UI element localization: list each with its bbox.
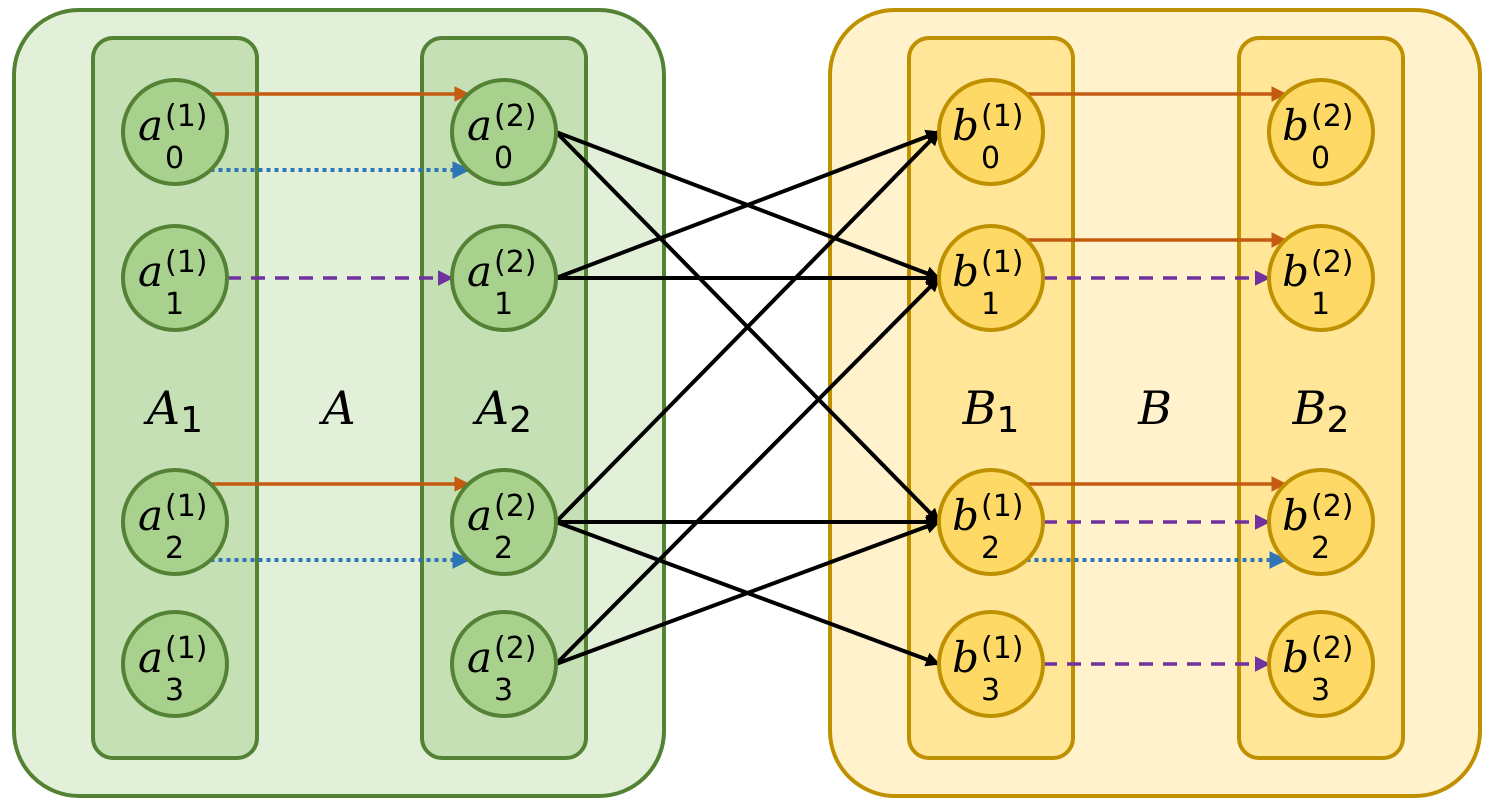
- node-circle: [121, 610, 229, 718]
- node-circle: [1267, 224, 1375, 332]
- nodes-layer: a(1)0a(1)1a(1)2a(1)3a(2)0a(2)1a(2)2a(2)3…: [121, 78, 1375, 718]
- node-circle: [937, 610, 1045, 718]
- node-a3_2: a(2) 3: [450, 610, 558, 718]
- node-circle: [1267, 468, 1375, 576]
- node-subscript: 0: [165, 141, 184, 176]
- node-base-letter: b: [1282, 491, 1309, 540]
- node-b3_2: b(2) 3: [1267, 610, 1375, 718]
- node-base-letter: a: [138, 633, 163, 682]
- node-base-letter: a: [467, 101, 492, 150]
- node-base-letter: b: [1282, 633, 1309, 682]
- node-a1_1: a(1) 1: [121, 224, 229, 332]
- node-superscript: (1): [165, 245, 208, 280]
- node-circle: [450, 610, 558, 718]
- node-subscript: 0: [494, 141, 513, 176]
- edge-cross-a3_2-to-b1_1: [554, 276, 941, 666]
- node-a0_1: a(1) 0: [121, 78, 229, 186]
- edge-cross-a1_2-to-b0_1: [555, 129, 941, 280]
- node-subscript: 2: [981, 531, 1000, 566]
- node-base-letter: a: [138, 491, 163, 540]
- node-base-letter: a: [467, 633, 492, 682]
- node-a3_1: a(1) 3: [121, 610, 229, 718]
- node-circle: [450, 78, 558, 186]
- column-b1-box: [907, 36, 1075, 760]
- label-b1: B1: [962, 381, 1020, 441]
- label-a2: A2: [472, 381, 532, 441]
- node-b0_1: b(1) 0: [937, 78, 1045, 186]
- node-superscript: (2): [1311, 489, 1354, 524]
- node-circle: [450, 224, 558, 332]
- node-circle: [121, 224, 229, 332]
- node-subscript: 3: [165, 673, 184, 708]
- edges-layer: [210, 86, 1288, 672]
- node-superscript: (2): [494, 631, 537, 666]
- node-subscript: 3: [981, 673, 1000, 708]
- node-superscript: (1): [165, 489, 208, 524]
- node-superscript: (1): [981, 489, 1024, 524]
- node-b0_2: b(2) 0: [1267, 78, 1375, 186]
- label-a: A: [318, 381, 355, 435]
- label-b2: B2: [1292, 381, 1350, 441]
- node-base-letter: b: [952, 101, 979, 150]
- node-circle: [937, 78, 1045, 186]
- node-circle: [121, 468, 229, 576]
- node-circle: [450, 468, 558, 576]
- node-b1_1: b(1) 1: [937, 224, 1045, 332]
- node-superscript: (2): [1311, 631, 1354, 666]
- node-subscript: 1: [494, 287, 513, 322]
- node-b2_2: b(2) 2: [1267, 468, 1375, 576]
- node-circle: [937, 224, 1045, 332]
- node-a2_1: a(1) 2: [121, 468, 229, 576]
- node-subscript: 0: [981, 141, 1000, 176]
- node-subscript: 1: [981, 287, 1000, 322]
- node-a2_2: a(2) 2: [450, 468, 558, 576]
- node-base-letter: b: [1282, 101, 1309, 150]
- node-superscript: (2): [1311, 99, 1354, 134]
- node-a1_2: a(2) 1: [450, 224, 558, 332]
- node-base-letter: a: [467, 491, 492, 540]
- edge-cross-a3_2-to-b2_1: [555, 519, 941, 666]
- node-b1_2: b(2) 1: [1267, 224, 1375, 332]
- node-base-letter: a: [138, 247, 163, 296]
- node-base-letter: b: [952, 247, 979, 296]
- node-superscript: (2): [494, 245, 537, 280]
- node-circle: [121, 78, 229, 186]
- column-a2-box: [420, 36, 588, 760]
- node-subscript: 1: [165, 287, 184, 322]
- label-b: B: [1137, 381, 1172, 435]
- node-b2_1: b(1) 2: [937, 468, 1045, 576]
- node-subscript: 2: [1311, 531, 1330, 566]
- node-superscript: (1): [981, 245, 1024, 280]
- node-circle: [1267, 610, 1375, 718]
- node-base-letter: b: [952, 491, 979, 540]
- node-superscript: (1): [981, 99, 1024, 134]
- edge-cross-a2_2-to-b0_1: [554, 130, 941, 524]
- node-subscript: 3: [494, 673, 513, 708]
- node-superscript: (1): [981, 631, 1024, 666]
- node-circle: [937, 468, 1045, 576]
- node-base-letter: a: [467, 247, 492, 296]
- node-base-letter: b: [952, 633, 979, 682]
- label-a1: A1: [143, 381, 203, 441]
- node-subscript: 2: [494, 531, 513, 566]
- node-base-letter: b: [1282, 247, 1309, 296]
- node-subscript: 0: [1311, 141, 1330, 176]
- node-base-letter: a: [138, 101, 163, 150]
- node-superscript: (2): [494, 99, 537, 134]
- node-b3_1: b(1) 3: [937, 610, 1045, 718]
- node-superscript: (1): [165, 99, 208, 134]
- node-subscript: 2: [165, 531, 184, 566]
- node-subscript: 3: [1311, 673, 1330, 708]
- node-circle: [1267, 78, 1375, 186]
- node-superscript: (2): [1311, 245, 1354, 280]
- node-superscript: (2): [494, 489, 537, 524]
- node-superscript: (1): [165, 631, 208, 666]
- column-a1-box: [91, 36, 259, 760]
- column-b2-box: [1237, 36, 1405, 760]
- node-a0_2: a(2) 0: [450, 78, 558, 186]
- node-subscript: 1: [1311, 287, 1330, 322]
